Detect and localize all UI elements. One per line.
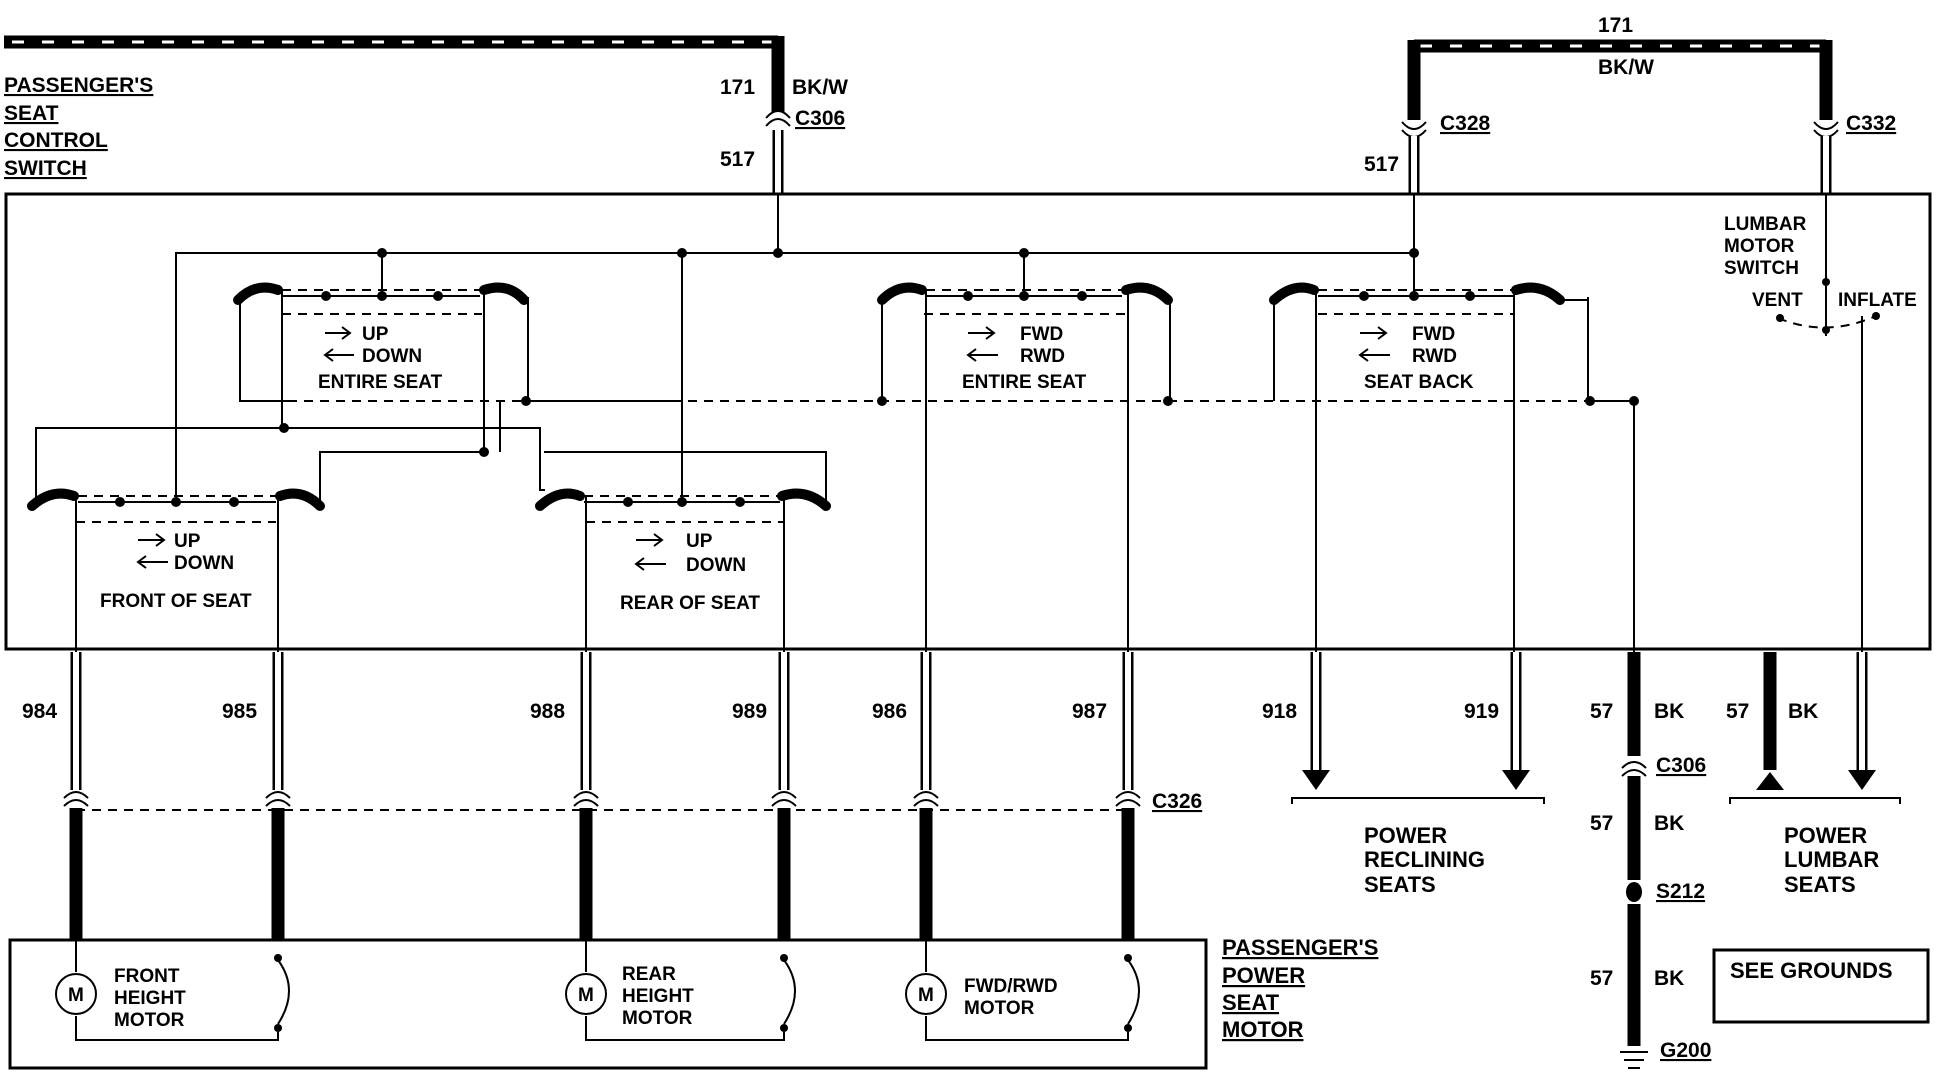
entire-seat-fwd-label: FWD [1020,324,1063,345]
svg-text:POWER: POWER [1364,823,1447,848]
seat-back-name: SEAT BACK [1364,372,1474,393]
circuit-57-c: 57 [1590,812,1613,835]
svg-text:CONTROL: CONTROL [4,129,108,152]
svg-text:MOTOR: MOTOR [1222,1017,1304,1042]
connector-c306: C306 [795,107,845,130]
svg-text:MOTOR: MOTOR [114,1010,185,1031]
seat-control-switch-housing [4,192,1932,651]
rear-height-motor: M REAR HEIGHT MOTOR [565,940,796,1041]
seat-back-rwd-label: RWD [1412,346,1457,367]
entire-seat-fwdrwd-name: ENTIRE SEAT [962,372,1087,393]
svg-text:SEATS: SEATS [1364,872,1436,897]
svg-text:HEIGHT: HEIGHT [114,988,186,1009]
power-lumbar-seats-label: POWER LUMBAR SEATS [1784,823,1879,897]
svg-text:SWITCH: SWITCH [4,157,87,180]
switch-rear-of-seat: UP DOWN REAR OF SEAT [535,488,831,652]
circuit-984: 984 [22,700,57,723]
wire-bk-d: BK [1654,967,1684,990]
circuit-986: 986 [872,700,907,723]
front-of-seat-down-label: DOWN [174,553,234,574]
lumbar-vent-label: VENT [1752,290,1803,311]
circuit-987: 987 [1072,700,1107,723]
circuit-517-left: 517 [720,148,755,171]
entire-seat-updown-name: ENTIRE SEAT [318,372,443,393]
svg-text:MOTOR: MOTOR [964,998,1035,1019]
circuit-57-a: 57 [1590,700,1613,723]
seat-back-fwd-label: FWD [1412,324,1455,345]
wire-bk-a: BK [1654,700,1684,723]
front-of-seat-up-label: UP [174,531,201,552]
wire-color-bkw-right: BK/W [1598,56,1654,79]
svg-text:RECLINING: RECLINING [1364,847,1485,872]
wire-color-bkw-left: BK/W [792,76,848,99]
entire-seat-up-label: UP [362,324,389,345]
entire-seat-rwd-label: RWD [1020,346,1065,367]
fwd-rwd-motor: M FWD/RWD MOTOR [905,940,1140,1041]
circuit-918: 918 [1262,700,1297,723]
svg-text:LUMBAR: LUMBAR [1724,214,1807,235]
svg-text:SEATS: SEATS [1784,872,1856,897]
ground-g200: G200 [1660,1039,1711,1062]
svg-text:SEAT: SEAT [4,102,59,125]
circuit-171-left: 171 [720,76,755,99]
wire-bk-b: BK [1788,700,1818,723]
connector-c306-lower: C306 [1656,754,1706,777]
motor-symbol-m: M [918,985,934,1006]
output-wires [63,652,1901,1069]
switch-front-of-seat: UP DOWN FRONT OF SEAT [27,488,325,652]
svg-text:MOTOR: MOTOR [1724,236,1795,257]
splice-s212: S212 [1656,880,1705,903]
power-seat-motor-housing [8,938,1208,1070]
front-height-motor: M FRONT HEIGHT MOTOR [55,940,290,1041]
rear-of-seat-up-label: UP [686,531,713,552]
rear-of-seat-name: REAR OF SEAT [620,593,760,614]
svg-text:SWITCH: SWITCH [1724,258,1799,279]
svg-text:SEE GROUNDS: SEE GROUNDS [1730,958,1893,983]
svg-text:PASSENGER'S: PASSENGER'S [1222,935,1378,960]
svg-text:PASSENGER'S: PASSENGER'S [4,74,153,97]
entire-seat-down-label: DOWN [362,346,422,367]
svg-text:REAR: REAR [622,964,676,985]
switch-seat-back: FWD RWD SEAT BACK [1269,282,1588,652]
see-grounds-box: SEE GROUNDS [1712,948,1930,1024]
connector-c332: C332 [1846,112,1896,135]
circuit-988: 988 [530,700,565,723]
circuit-517-right: 517 [1364,153,1399,176]
power-seat-motor-label: PASSENGER'S POWER SEAT MOTOR [1222,935,1378,1042]
wire-bk-c: BK [1654,812,1684,835]
motor-symbol-m: M [68,985,84,1006]
rear-of-seat-down-label: DOWN [686,555,746,576]
svg-text:FWD/RWD: FWD/RWD [964,976,1058,997]
motor-symbol-m: M [578,985,594,1006]
circuit-57-d: 57 [1590,967,1613,990]
svg-text:HEIGHT: HEIGHT [622,986,694,1007]
svg-text:MOTOR: MOTOR [622,1008,693,1029]
lumbar-inflate-label: INFLATE [1838,290,1917,311]
circuit-919: 919 [1464,700,1499,723]
circuit-57-b: 57 [1726,700,1749,723]
seat-control-switch-label: PASSENGER'S SEAT CONTROL SWITCH [4,74,153,180]
switch-internal-wiring [35,194,1635,652]
svg-text:POWER: POWER [1222,963,1305,988]
top-feed-wires [4,35,1839,194]
connector-c328: C328 [1440,112,1491,135]
front-of-seat-name: FRONT OF SEAT [100,591,252,612]
svg-text:SEAT: SEAT [1222,990,1280,1015]
switch-entire-seat-updown: UP DOWN ENTIRE SEAT [233,282,529,430]
svg-text:FRONT: FRONT [114,966,180,987]
svg-text:POWER: POWER [1784,823,1867,848]
power-reclining-seats-label: POWER RECLINING SEATS [1364,823,1485,897]
switch-entire-seat-fwdrwd: FWD RWD ENTIRE SEAT [877,282,1173,652]
switch-lumbar: LUMBAR MOTOR SWITCH VENT INFLATE [1724,194,1917,652]
top-feed-labels: 171 BK/W C306 517 171 BK/W C328 C332 517 [720,14,1896,176]
junction-dots [279,248,1639,457]
circuit-171-right: 171 [1598,14,1633,37]
circuit-985: 985 [222,700,257,723]
svg-text:LUMBAR: LUMBAR [1784,847,1879,872]
circuit-989: 989 [732,700,767,723]
circuit-labels: 984 985 988 989 986 987 918 919 57 BK 57… [22,700,1818,1062]
connector-c326: C326 [1152,790,1202,813]
